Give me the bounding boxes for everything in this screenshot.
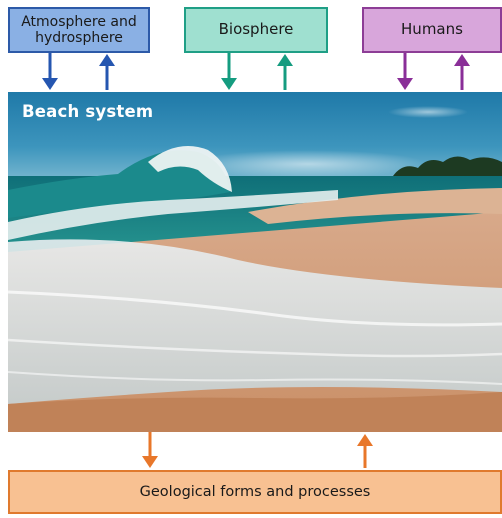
biosphere-box: Biosphere [184, 7, 328, 53]
beach-photo: Beach system [8, 92, 502, 432]
atmosphere-hydrosphere-label: Atmosphere and hydrosphere [21, 13, 137, 46]
geological-up-arrow [357, 434, 373, 468]
foam-streak [8, 371, 502, 385]
wave-body [8, 150, 230, 218]
beach-system-title: Beach system [22, 102, 154, 121]
atmosphere-hydrosphere-box: Atmosphere and hydrosphere [8, 7, 150, 53]
atmosphere-down-arrow [42, 53, 58, 90]
shallow-water [8, 239, 502, 404]
atmosphere-up-arrow [99, 54, 115, 90]
far-beach [248, 188, 502, 224]
humans-box: Humans [362, 7, 502, 53]
foam-streak [8, 338, 502, 358]
biosphere-up-arrow [277, 54, 293, 90]
geological-label: Geological forms and processes [139, 483, 371, 500]
wet-sand [8, 392, 502, 432]
cloud [188, 150, 428, 178]
geological-box: Geological forms and processes [8, 470, 502, 514]
wave-crest [148, 146, 232, 192]
biosphere-label: Biosphere [218, 20, 294, 39]
foam-line [8, 190, 338, 240]
humans-up-arrow [454, 54, 470, 90]
humans-down-arrow [397, 53, 413, 90]
geological-down-arrow [142, 432, 158, 468]
biosphere-down-arrow [221, 53, 237, 90]
humans-label: Humans [401, 20, 463, 39]
foam-streak [8, 290, 502, 327]
beach-illustration [8, 92, 502, 432]
cloud [388, 106, 468, 118]
